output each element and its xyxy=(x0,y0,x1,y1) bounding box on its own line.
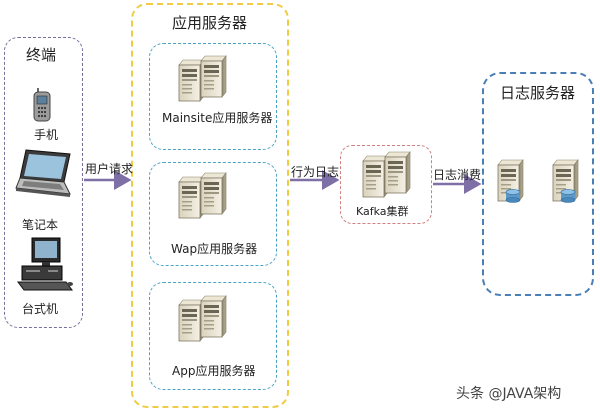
device-label-phone: 手机 xyxy=(34,128,59,142)
app-server-group xyxy=(131,3,289,408)
wap-server-label: Wap应用服务器 xyxy=(171,242,258,256)
device-label-laptop: 笔记本 xyxy=(22,218,59,232)
mainsite-server-box xyxy=(149,43,277,150)
desktop-computer-icon xyxy=(17,237,73,291)
app-server-box xyxy=(149,282,277,390)
app-app-server-label: App应用服务器 xyxy=(172,364,256,378)
kafka-cluster-label: Kafka集群 xyxy=(356,205,409,218)
terminal-group xyxy=(4,37,83,328)
device-label-desktop: 台式机 xyxy=(22,302,59,316)
app-server-title: 应用服务器 xyxy=(172,14,248,32)
wap-server-box xyxy=(149,162,277,266)
watermark: 头条 @JAVA架构 xyxy=(456,386,562,402)
arrow-label-behavior-log: 行为日志 xyxy=(291,165,340,179)
kafka-cluster-box xyxy=(340,145,432,224)
log-server-group xyxy=(482,72,594,296)
arrow-label-user-request: 用户请求 xyxy=(85,162,134,176)
mobile-phone-icon xyxy=(33,88,51,122)
laptop-icon xyxy=(15,149,71,197)
arrow-label-log-consume: 日志消费 xyxy=(433,168,482,182)
terminal-title: 终端 xyxy=(26,46,57,64)
log-server-title: 日志服务器 xyxy=(500,84,576,102)
mainsite-server-label: Mainsite应用服务器 xyxy=(162,111,273,125)
